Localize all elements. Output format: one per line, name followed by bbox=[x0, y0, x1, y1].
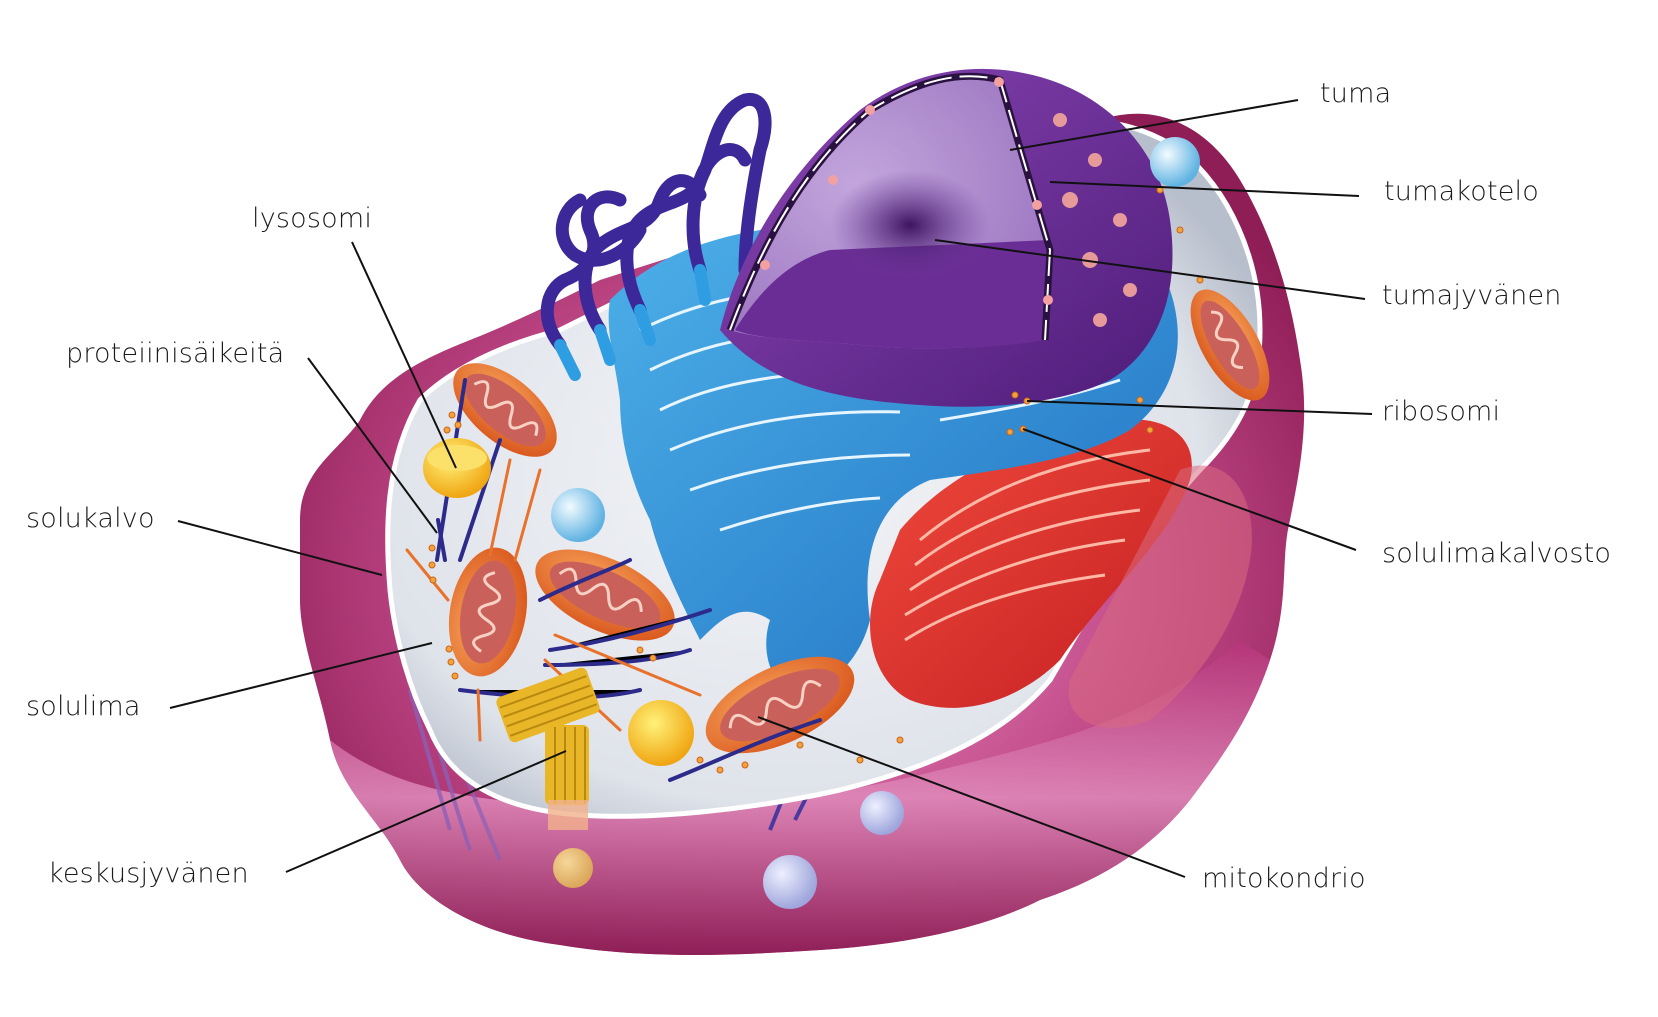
vesicle-tan bbox=[553, 848, 593, 888]
label-solulima: solulima bbox=[26, 691, 141, 722]
label-tumakotelo: tumakotelo bbox=[1384, 176, 1539, 207]
nucleolus bbox=[830, 170, 990, 280]
vesicle-lavender bbox=[860, 791, 904, 835]
lysosome bbox=[423, 438, 491, 498]
label-proteiinisaikeita: proteiinisäikeitä bbox=[66, 338, 285, 369]
lysosome bbox=[628, 700, 694, 766]
label-tumajyvanen: tumajyvänen bbox=[1382, 280, 1562, 311]
vesicle-lavender bbox=[763, 855, 817, 909]
golgi-tubules-purple bbox=[540, 92, 772, 352]
mitochondrion bbox=[448, 547, 528, 677]
label-ribosomi: ribosomi bbox=[1382, 396, 1501, 427]
nucleus bbox=[720, 68, 1173, 407]
label-tuma: tuma bbox=[1320, 78, 1392, 109]
mitochondrion bbox=[1190, 289, 1270, 401]
label-lysosomi: lysosomi bbox=[252, 203, 373, 234]
mitochondrion bbox=[453, 363, 557, 457]
label-mitokondrio: mitokondrio bbox=[1202, 863, 1366, 894]
label-solulimakalvosto: solulimakalvosto bbox=[1382, 538, 1612, 569]
label-keskusjyvanen: keskusjyvänen bbox=[48, 858, 249, 889]
golgi-tubule-ends bbox=[554, 264, 711, 381]
mitochondrion bbox=[535, 549, 675, 641]
vesicle-blue bbox=[1150, 137, 1200, 187]
mitochondrion-labeled bbox=[705, 656, 855, 754]
vesicle-blue bbox=[551, 488, 605, 542]
label-solukalvo: solukalvo bbox=[26, 503, 155, 534]
